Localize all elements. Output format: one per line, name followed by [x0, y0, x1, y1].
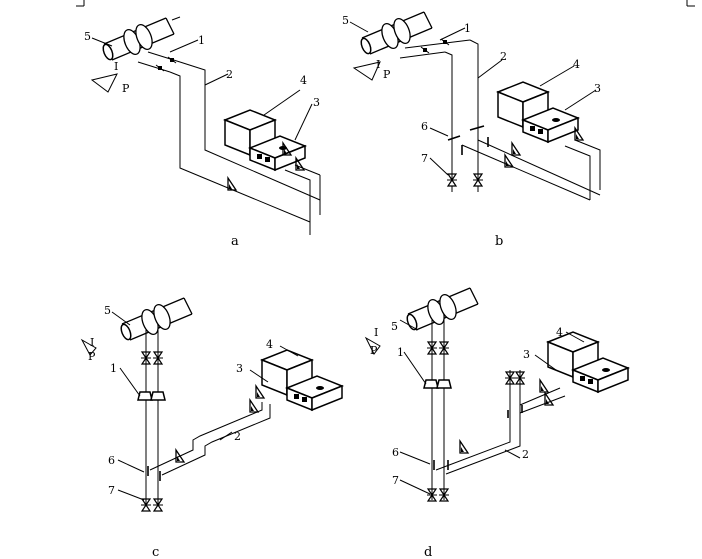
impulse-line-upper	[469, 39, 479, 180]
symbol-i-label: I	[114, 60, 118, 73]
callout-5: 5	[342, 14, 349, 27]
symbol-p-label: P	[370, 344, 378, 357]
main-pipe-icon	[118, 297, 193, 342]
main-pipe-icon	[358, 11, 433, 56]
slope-marker-icon	[249, 399, 259, 413]
slope-marker-icon	[574, 127, 584, 141]
symbol-i-label: I	[376, 58, 380, 71]
callout-4: 4	[573, 58, 580, 71]
panel-caption: c	[152, 545, 159, 559]
symbol-i-label: I	[90, 336, 94, 349]
impulse-line-lower	[444, 51, 453, 180]
symbol-i-label: I	[374, 326, 378, 339]
callout-7: 7	[392, 474, 399, 487]
callout-3: 3	[313, 96, 320, 109]
callout-5: 5	[84, 30, 91, 43]
callout-6: 6	[392, 446, 399, 459]
transmitter-icon	[547, 331, 629, 393]
transmitter-icon	[497, 81, 579, 143]
callout-2: 2	[226, 68, 233, 81]
panel-c: I P 5 1 2 3 4 6 7 c	[80, 297, 343, 559]
condensing-pot-icon	[436, 379, 452, 389]
flange-icon	[420, 46, 430, 54]
callout-7: 7	[108, 484, 115, 497]
callout-6: 6	[108, 454, 115, 467]
callout-2: 2	[500, 50, 507, 63]
symbol-p-label: P	[88, 350, 96, 363]
callout-3: 3	[594, 82, 601, 95]
callout-2: 2	[522, 448, 529, 461]
transmitter-icon	[261, 349, 343, 411]
flange-icon	[440, 38, 450, 46]
panel-a: I P 1 2 4 3 5 a	[84, 16, 321, 249]
callout-7: 7	[421, 152, 428, 165]
callout-4: 4	[266, 338, 273, 351]
panel-caption: b	[495, 234, 503, 249]
transmitter-icon	[224, 109, 306, 171]
callout-3: 3	[523, 348, 530, 361]
slope-marker-icon	[175, 449, 185, 463]
callout-4: 4	[556, 326, 563, 339]
callout-1: 1	[464, 22, 471, 35]
slope-marker-icon	[539, 379, 549, 393]
panel-d: I P 5 1 2 3 4 6 7 d	[364, 287, 629, 559]
callout-3: 3	[236, 362, 243, 375]
main-pipe-icon	[404, 287, 479, 332]
symbol-p-label: P	[383, 68, 391, 81]
callout-1: 1	[110, 362, 117, 375]
callout-1: 1	[198, 34, 205, 47]
slope-marker-icon	[544, 392, 554, 406]
slope-marker-icon	[227, 177, 237, 191]
panel-b: I P 1 2 4 3 5 6 7 b	[342, 11, 601, 249]
condensing-pot-icon	[150, 391, 166, 401]
slope-marker-icon	[459, 440, 469, 454]
symbol-p-label: P	[122, 82, 130, 95]
callout-4: 4	[300, 74, 307, 87]
main-pipe-icon	[100, 17, 175, 62]
callout-5: 5	[391, 320, 398, 333]
panel-caption: a	[231, 234, 239, 249]
slope-marker-icon	[511, 142, 521, 156]
condensing-pot-icon	[423, 379, 439, 389]
callout-1: 1	[397, 346, 404, 359]
slope-marker-icon	[255, 385, 265, 399]
callout-5: 5	[104, 304, 111, 317]
panel-caption: d	[424, 545, 432, 559]
callout-2: 2	[234, 430, 241, 443]
callout-6: 6	[421, 120, 428, 133]
condensing-pot-icon	[137, 391, 153, 401]
